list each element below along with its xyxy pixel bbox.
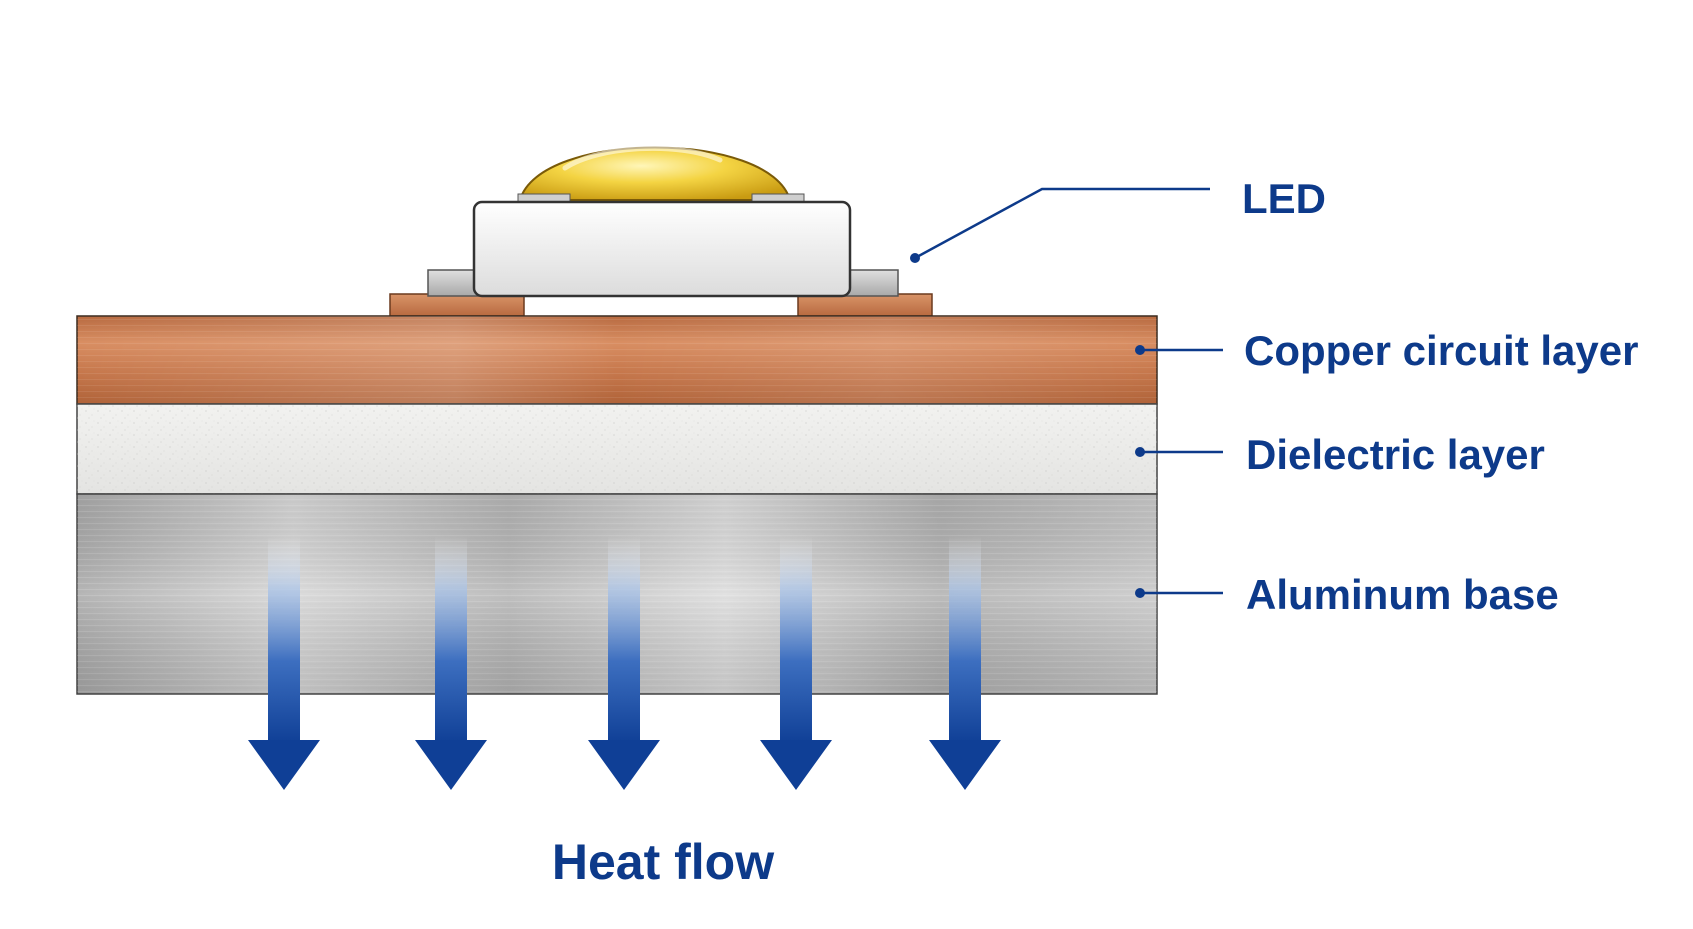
leader-dot-copper bbox=[1135, 345, 1145, 355]
heat-arrow-shaft bbox=[780, 536, 812, 744]
label-copper-circuit-layer: Copper circuit layer bbox=[1244, 327, 1638, 374]
heat-arrow-shaft bbox=[608, 536, 640, 744]
dielectric-layer bbox=[76, 403, 1158, 495]
label-heat-flow: Heat flow bbox=[552, 834, 774, 890]
led-dome-highlight bbox=[562, 145, 723, 171]
heat-arrow-head bbox=[929, 740, 1001, 790]
copper-pad-left bbox=[389, 293, 525, 317]
leader-dots bbox=[910, 253, 1145, 598]
leader-dot-aluminum bbox=[1135, 588, 1145, 598]
heat-arrow-shaft bbox=[435, 536, 467, 744]
heat-arrow-head bbox=[248, 740, 320, 790]
label-aluminum-base: Aluminum base bbox=[1246, 571, 1559, 618]
heat-arrow-head bbox=[760, 740, 832, 790]
copper-circuit-layer bbox=[76, 315, 1158, 405]
leader-line-led bbox=[914, 187, 1210, 260]
heat-arrow-shaft bbox=[268, 536, 300, 744]
label-led: LED bbox=[1242, 175, 1326, 222]
heat-arrow-head bbox=[588, 740, 660, 790]
copper-pad-right bbox=[797, 293, 933, 317]
label-dielectric-layer: Dielectric layer bbox=[1246, 431, 1545, 478]
led-body bbox=[472, 200, 852, 298]
leader-dot-dielectric bbox=[1135, 447, 1145, 457]
leader-lines bbox=[914, 187, 1223, 595]
heat-arrow-head bbox=[415, 740, 487, 790]
led-component bbox=[389, 145, 933, 317]
heat-flow-arrows bbox=[248, 536, 1001, 790]
leader-dot-led bbox=[910, 253, 920, 263]
led-dome bbox=[518, 146, 792, 201]
heat-arrow-shaft bbox=[949, 536, 981, 744]
